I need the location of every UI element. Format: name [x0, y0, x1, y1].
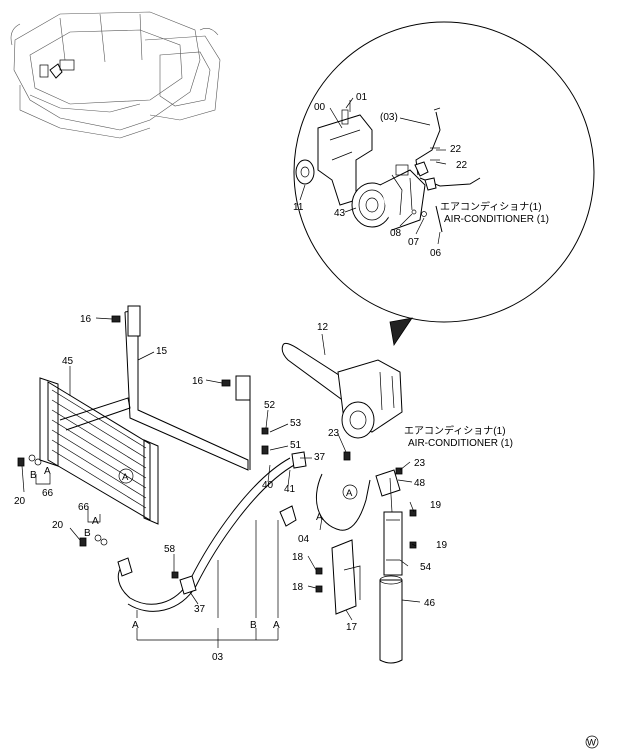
callout-37a: 37 [314, 452, 326, 463]
callout-06: 06 [430, 248, 442, 259]
receiver-drier [331, 469, 403, 664]
callout-07: 07 [408, 237, 420, 248]
condenser [39, 377, 159, 525]
callout-41: 41 [284, 484, 296, 495]
letter-a1: A [44, 466, 51, 477]
callout-16a: 16 [80, 314, 92, 325]
callout-01: 01 [356, 92, 368, 103]
letter-a2: A [92, 516, 99, 527]
note-ac-en-mid: AIR-CONDITIONER (1) [408, 438, 513, 449]
callout-66b: 66 [78, 502, 90, 513]
callout-19b: 19 [436, 540, 448, 551]
watermark-letter: W [587, 738, 596, 749]
note-ac-jp-top: エアコンディショナ(1) [440, 200, 542, 213]
mount-frame [59, 305, 251, 471]
callout-11: 11 [293, 202, 304, 213]
letter-a-bot1: A [132, 620, 139, 631]
callout-48: 48 [414, 478, 426, 489]
magnifier-pointer [389, 317, 413, 347]
callout-18a: 18 [292, 552, 304, 563]
callout-45: 45 [62, 356, 74, 367]
callout-52: 52 [264, 400, 276, 411]
callout-37b: 37 [194, 604, 206, 615]
detail-magnifier [293, 21, 595, 347]
assembly-notes: エアコンディショナ(1) AIR-CONDITIONER (1) エアコンディシ… [404, 200, 549, 449]
letter-b1: B [30, 470, 37, 481]
detail-hose [414, 107, 481, 191]
compressor-belt [281, 342, 403, 439]
letter-a-circle2: A [346, 488, 353, 499]
callout-58: 58 [164, 544, 176, 555]
note-ac-en-top: AIR-CONDITIONER (1) [444, 214, 549, 225]
callout-18b: 18 [292, 582, 304, 593]
callout-03: 03 [212, 652, 224, 663]
detail-pulley [295, 159, 315, 185]
callout-23b: 23 [414, 458, 426, 469]
machine-overview-sketch [10, 11, 221, 139]
callout-43: 43 [334, 208, 346, 219]
callout-15: 15 [156, 346, 168, 357]
callout-46: 46 [424, 598, 436, 609]
callout-53: 53 [290, 418, 302, 429]
callout-54: 54 [420, 562, 432, 573]
callout-22a: 22 [450, 144, 462, 155]
letter-a-bot2: A [273, 620, 280, 631]
callout-00: 00 [314, 102, 326, 113]
letter-b2: B [84, 528, 91, 539]
watermark-mark: W [585, 735, 599, 749]
callout-23a: 23 [328, 428, 340, 439]
detail-compressor [351, 164, 426, 231]
callout-03-paren: (03) [380, 112, 398, 123]
callout-51: 51 [290, 440, 302, 451]
callout-12: 12 [317, 322, 329, 333]
letter-a-hose: A [316, 512, 323, 523]
callout-16b: 16 [192, 376, 204, 387]
connection-letters: B A A B A A B A A A [30, 466, 358, 631]
callout-20a: 20 [14, 496, 26, 507]
callout-22b: 22 [456, 160, 468, 171]
callout-40: 40 [262, 480, 274, 491]
callout-08: 08 [390, 228, 402, 239]
note-ac-jp-mid: エアコンディショナ(1) [404, 424, 506, 437]
fasteners [17, 315, 417, 593]
leader-lines [21, 97, 447, 648]
letter-a-circle1: A [122, 472, 129, 483]
callout-17: 17 [346, 622, 358, 633]
callout-66a: 66 [42, 488, 54, 499]
callout-20b: 20 [52, 520, 64, 531]
detail-bracket [317, 109, 373, 206]
letter-b-bot: B [250, 620, 257, 631]
callout-04: 04 [298, 534, 310, 545]
main-hoses [117, 451, 371, 612]
part-callouts: 00 01 (03) 22 22 11 43 08 07 06 12 16 16… [14, 92, 468, 663]
callout-19a: 19 [430, 500, 442, 511]
